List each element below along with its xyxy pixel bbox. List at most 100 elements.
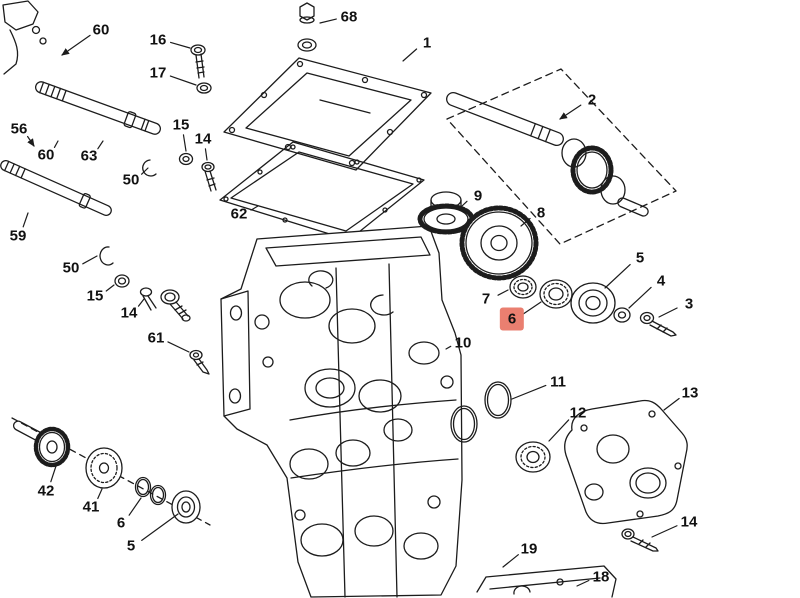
part-label-17[interactable]: 17 [149,64,167,82]
part-label-12[interactable]: 12 [569,404,587,422]
leader-line-18 [576,579,590,587]
part-label-9[interactable]: 9 [473,187,483,205]
splined-coupler-7 [509,275,537,299]
leader-line-16 [170,41,191,49]
leader-line-63 [97,140,104,150]
side-cover-plate-13 [564,399,688,525]
leader-line-14 [651,525,678,538]
leader-line-56 [27,135,35,147]
leader-line-60 [53,140,59,149]
leader-line-61 [167,341,190,353]
snap-ring-50-lower [99,246,114,266]
leader-lines [22,18,680,587]
bottom-plate-18-19 [476,565,617,598]
part-label-5[interactable]: 5 [126,537,136,555]
leader-line-14 [204,148,208,161]
washer-15-lower [114,274,130,288]
leader-line-9 [461,200,468,207]
input-shaft-group-2 [446,68,677,245]
yoke-fragment [2,0,47,75]
part-label-3[interactable]: 3 [684,295,694,313]
leader-line-62 [250,205,259,211]
part-label-8[interactable]: 8 [536,204,546,222]
bolt-3 [639,311,677,337]
leader-line-11 [511,384,547,400]
part-label-14[interactable]: 14 [680,513,698,531]
o-rings-11 [450,381,512,443]
part-label-10[interactable]: 10 [454,334,472,352]
part-label-6[interactable]: 6 [116,514,126,532]
leader-line-19 [502,554,519,568]
leader-line-60 [61,34,91,56]
leader-line-41 [97,488,103,500]
gearbox-housing-10 [220,225,463,598]
leader-line-59 [22,212,29,228]
ball-bearing-5 [570,282,616,324]
part-label-68[interactable]: 68 [340,8,358,26]
hub-9 [417,191,475,235]
part-label-15[interactable]: 15 [86,287,104,305]
gear-8 [459,205,539,281]
part-label-1[interactable]: 1 [422,34,432,52]
leader-line-68 [319,18,337,24]
leader-line-10 [445,345,452,350]
part-label-50[interactable]: 50 [62,259,80,277]
leader-line-42 [50,465,57,483]
part-label-2[interactable]: 2 [587,91,597,109]
part-label-11[interactable]: 11 [550,373,566,391]
cover-nut-17 [196,82,212,94]
snap-ring-50-upper [142,159,157,177]
cover-bolt-16 [190,44,206,79]
part-label-61[interactable]: 61 [147,329,165,347]
part-label-62[interactable]: 62 [230,205,248,223]
top-cover-plate-1 [223,57,432,171]
part-label-60[interactable]: 60 [37,146,55,164]
part-label-19[interactable]: 19 [520,540,538,558]
leader-line-15 [105,284,115,292]
stud-14-upper [201,161,217,192]
part-label-63[interactable]: 63 [80,147,98,165]
part-label-50[interactable]: 50 [122,171,140,189]
leader-line-6 [522,301,542,315]
leader-line-15 [182,134,187,152]
washer-15-upper [178,152,194,166]
part-label-15[interactable]: 15 [172,116,190,134]
leader-line-50 [82,255,98,265]
leader-line-4 [628,286,652,309]
part-label-41[interactable]: 41 [82,498,100,516]
leader-line-13 [663,397,680,411]
bolt-14-bottom [621,528,659,552]
bearing-12 [515,441,551,473]
screw-61 [189,349,210,375]
part-label-60[interactable]: 60 [92,21,110,39]
part-label-4[interactable]: 4 [656,272,666,290]
leader-line-5 [604,263,631,289]
part-label-16[interactable]: 16 [149,31,167,49]
washer-4 [613,307,631,323]
leader-line-50 [141,167,149,175]
part-label-6-selected[interactable]: 6 [499,307,525,331]
shaft-63-60 [34,81,162,135]
leader-line-17 [169,75,197,86]
part-label-5[interactable]: 5 [635,249,645,267]
leader-line-3 [658,307,678,318]
leader-line-2 [559,104,582,120]
part-label-14[interactable]: 14 [194,130,212,148]
hex-bolt-lower-left [160,289,191,322]
lower-left-bearing-set [11,417,211,526]
leader-line-14 [137,298,145,307]
part-label-7[interactable]: 7 [481,290,491,308]
shaft-59 [0,159,112,217]
leader-line-5 [141,513,179,541]
leader-line-7 [497,289,509,296]
part-label-56[interactable]: 56 [10,120,28,138]
part-label-13[interactable]: 13 [681,384,699,402]
part-label-42[interactable]: 42 [37,482,55,500]
part-label-59[interactable]: 59 [9,227,27,245]
leader-line-12 [548,419,570,442]
leader-line-1 [402,48,418,62]
part-label-18[interactable]: 18 [592,568,610,586]
part-label-14[interactable]: 14 [120,304,138,322]
